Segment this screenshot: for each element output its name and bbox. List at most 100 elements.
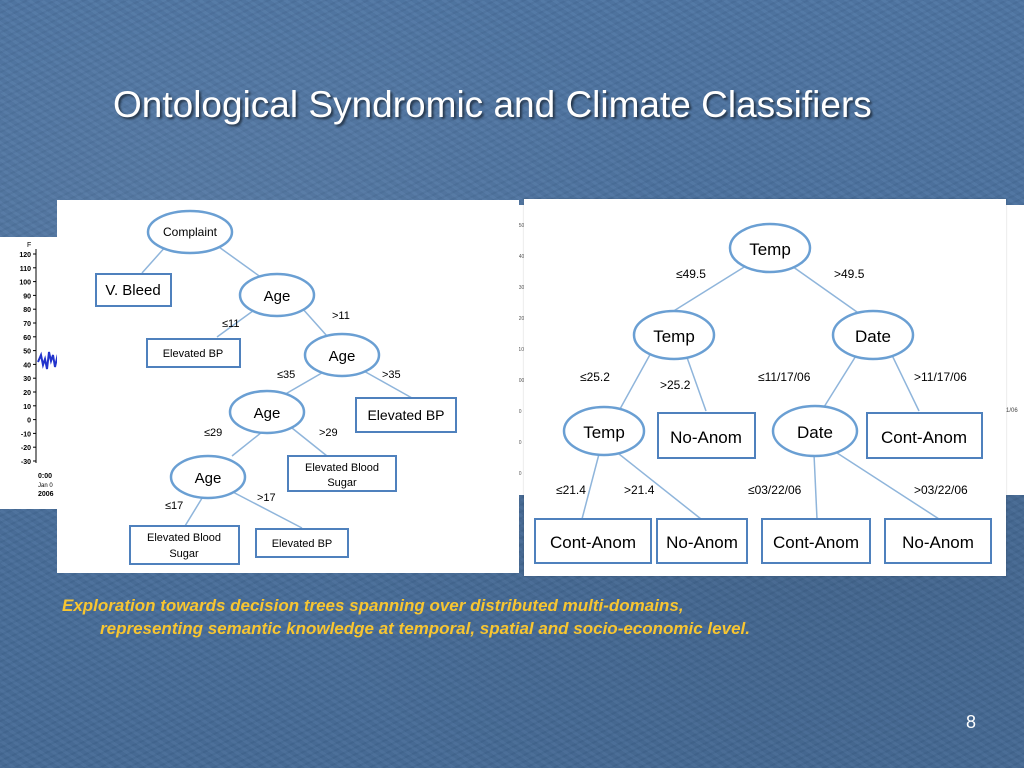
edge-age4-left: ≤17	[165, 500, 183, 512]
node-temp-low-label: Temp	[583, 423, 625, 442]
node-temp-mid	[632, 309, 716, 361]
chart-right-tick-label: 100	[516, 378, 525, 384]
chart-y-tick-label: -30	[21, 459, 31, 466]
chart-y-tick-label: 0	[27, 418, 31, 425]
edge-root-left: ≤49.5	[676, 267, 706, 281]
chart-right-tick-label: 150	[516, 223, 525, 229]
leaf-cont-anom-1-label: Cont-Anom	[881, 428, 967, 447]
chart-right-tick-label: 140	[516, 254, 525, 260]
node-complaint	[146, 209, 234, 255]
syndromic-decision-tree: Complaint V. Bleed Age ≤11 >11 Elevated …	[57, 200, 519, 573]
leaf-v-bleed	[95, 273, 172, 307]
chart-y-tick-label: 20	[23, 390, 31, 397]
edge-temp-left: ≤25.2	[580, 370, 610, 384]
chart-y-tick-label: 120	[19, 252, 31, 259]
leaf-elevated-bp-1-label: Elevated BP	[163, 348, 224, 360]
page-number: 8	[966, 712, 977, 732]
leaf-cont-anom-1	[866, 412, 983, 459]
chart-x-label-2: Jan 0	[38, 483, 53, 489]
leaf-elevated-bp-1	[146, 338, 241, 368]
chart-y-tick-label: 110	[20, 266, 31, 273]
leaf-elevated-blood-sugar-1	[287, 455, 397, 492]
edge-age1-right: >11	[332, 310, 350, 322]
node-age-3-label: Age	[254, 405, 281, 422]
leaf-cont-anom-2	[534, 518, 652, 564]
chart-y-unit: F	[27, 242, 31, 249]
leaf-no-anom-1	[657, 412, 756, 459]
edge-age2-right: >35	[382, 369, 401, 381]
edge-age3-left: ≤29	[204, 427, 222, 439]
node-date-mid	[831, 309, 915, 361]
leaf-elevated-bp-2	[355, 397, 457, 433]
chart-right-tick-label: 130	[516, 285, 525, 291]
edge-date-right: >11/17/06	[914, 370, 967, 384]
leaf-no-anom-2	[656, 518, 748, 564]
node-date-low-label: Date	[797, 423, 833, 442]
chart-right-tick-label: 110	[516, 347, 524, 353]
leaf-elevated-blood-sugar-2	[129, 525, 240, 565]
edge-age4-right: >17	[257, 492, 276, 504]
node-age-2-label: Age	[329, 348, 356, 365]
chart-y-tick-label: 70	[23, 321, 31, 328]
node-age-2	[303, 332, 381, 378]
caption-line-1: Exploration towards decision trees spann…	[62, 596, 684, 615]
leaf-cont-anom-3	[761, 518, 871, 564]
edge-age3-right: >29	[319, 427, 338, 439]
node-age-1	[238, 272, 316, 318]
edge-date-low-right: >03/22/06	[914, 483, 968, 497]
chart-y-tick-label: 80	[23, 307, 31, 314]
leaf-no-anom-3	[884, 518, 992, 564]
chart-y-tick-label: -10	[21, 431, 31, 438]
chart-right-suffix: 1/06	[1006, 408, 1018, 414]
node-temp-root-label: Temp	[749, 240, 791, 259]
edge-age1-left: ≤11	[222, 318, 239, 330]
caption-line-2: representing semantic knowledge at tempo…	[100, 619, 750, 638]
leaf-elevated-bp-3-label: Elevated BP	[272, 538, 333, 550]
chart-y-tick-label: 40	[23, 362, 31, 369]
chart-y-tick-label: 100	[19, 280, 31, 287]
leaf-v-bleed-label: V. Bleed	[105, 282, 160, 299]
leaf-no-anom-3-label: No-Anom	[902, 533, 974, 552]
slide-caption: Exploration towards decision trees spann…	[62, 594, 962, 640]
leaf-cont-anom-2-label: Cont-Anom	[550, 533, 636, 552]
chart-right-tick-label: 120	[516, 316, 525, 322]
leaf-no-anom-1-label: No-Anom	[670, 428, 742, 447]
node-complaint-label: Complaint	[163, 225, 218, 239]
temperature-series-line	[37, 351, 60, 370]
edge-temp-low-right: >21.4	[624, 483, 655, 497]
chart-y-tick-label: 90	[23, 293, 31, 300]
node-date-low	[771, 404, 859, 458]
edge-date-low-left: ≤03/22/06	[748, 483, 802, 497]
node-temp-root	[728, 222, 812, 274]
edge-age2-left: ≤35	[277, 369, 295, 381]
node-age-4-label: Age	[195, 470, 222, 487]
node-age-4	[169, 454, 247, 500]
leaf-elevated-bp-2-label: Elevated BP	[367, 407, 444, 423]
leaf-elevated-blood-sugar-1-line2: Sugar	[327, 477, 357, 489]
chart-y-tick-label: 30	[23, 376, 31, 383]
node-age-3	[228, 389, 306, 435]
leaf-elevated-blood-sugar-1-line1: Elevated Blood	[305, 462, 379, 474]
edge-temp-low-left: ≤21.4	[556, 483, 586, 497]
chart-y-tick-label: 60	[23, 335, 31, 342]
edge-date-left: ≤11/17/06	[758, 370, 811, 384]
chart-x-label-1: 0:00	[38, 473, 52, 480]
chart-y-tick-label: 10	[23, 404, 31, 411]
leaf-elevated-blood-sugar-2-line1: Elevated Blood	[147, 532, 221, 544]
node-temp-low	[562, 405, 646, 457]
leaf-no-anom-2-label: No-Anom	[666, 533, 738, 552]
chart-y-tick-label: 50	[23, 349, 31, 356]
node-temp-mid-label: Temp	[653, 327, 695, 346]
leaf-elevated-blood-sugar-2-line2: Sugar	[169, 548, 199, 560]
edge-temp-right: >25.2	[660, 378, 691, 392]
slide-title: Ontological Syndromic and Climate Classi…	[113, 84, 872, 125]
chart-y-tick-label: -20	[21, 445, 31, 452]
node-age-1-label: Age	[264, 288, 291, 305]
edge-root-right: >49.5	[834, 267, 865, 281]
leaf-cont-anom-3-label: Cont-Anom	[773, 533, 859, 552]
node-date-mid-label: Date	[855, 327, 891, 346]
leaf-elevated-bp-3	[255, 528, 349, 558]
climate-decision-tree: Temp ≤49.5 >49.5 Temp Date ≤25.2 >25.2 ≤…	[524, 199, 1006, 576]
